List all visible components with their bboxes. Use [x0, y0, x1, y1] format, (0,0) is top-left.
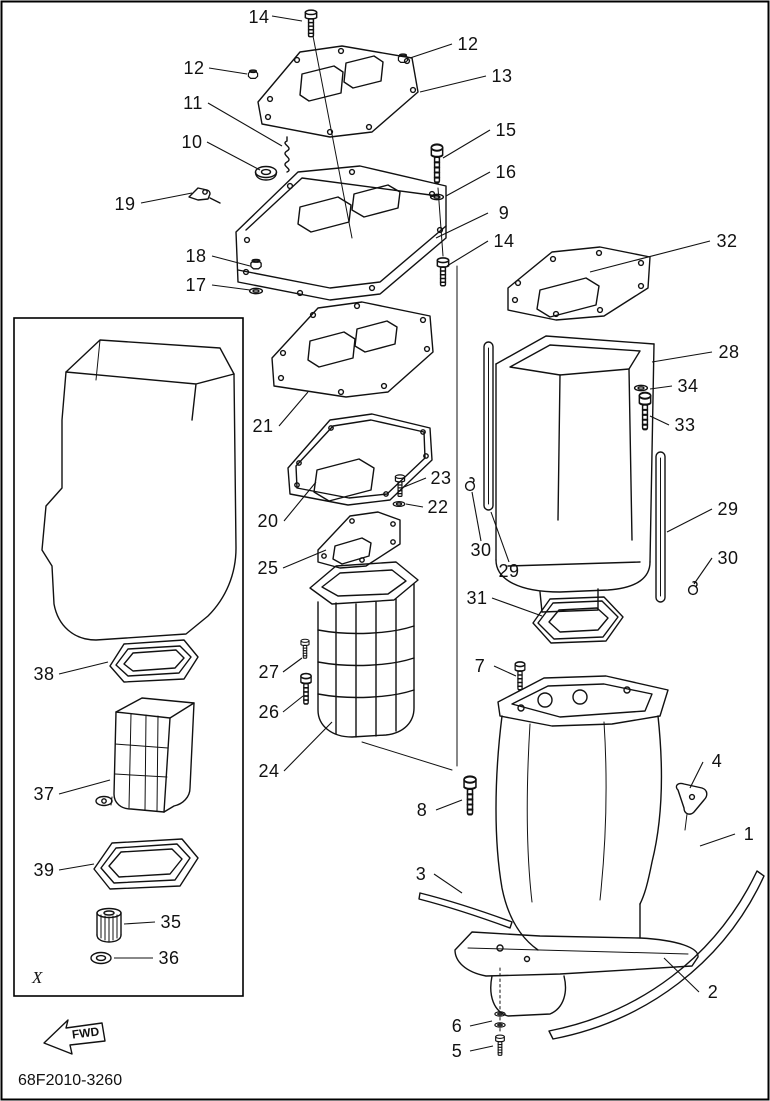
callout-39: 39 [33, 860, 55, 880]
callout-8: 8 [416, 800, 428, 820]
callout-12-left: 12 [183, 58, 205, 78]
washer-34 [633, 384, 649, 392]
part-19-fitting [188, 187, 221, 204]
bolt-26 [300, 672, 312, 705]
callout-30-right: 30 [717, 548, 739, 568]
callout-5: 5 [451, 1041, 463, 1061]
bolt-14-top [304, 9, 318, 38]
fastener-parts [247, 9, 699, 1056]
part-28-upper-casing [495, 335, 655, 613]
part-31-seal [532, 596, 624, 644]
part-4-trim-tab [675, 782, 708, 831]
part-35-grommet [96, 907, 122, 943]
callout-34: 34 [677, 376, 699, 396]
inset-border [13, 317, 244, 997]
diagram-code: 68F2010-3260 [18, 1072, 123, 1089]
bolt-33 [638, 391, 652, 431]
part-10-grommet [254, 165, 278, 181]
part-2-strip [548, 870, 765, 1040]
clip-30-left [464, 477, 476, 492]
bolt-7 [514, 661, 526, 691]
nut-18 [250, 258, 262, 270]
callout-38: 38 [33, 664, 55, 684]
bolt-15 [430, 143, 444, 184]
part-29-rods [483, 341, 666, 603]
part-1-casing-body [454, 675, 699, 1017]
callout-29-right: 29 [717, 499, 739, 519]
part-32-gasket [507, 246, 651, 321]
callout-33: 33 [674, 415, 696, 435]
callout-14-top: 14 [248, 7, 270, 27]
callout-18: 18 [185, 246, 207, 266]
part-21-gasket [271, 301, 434, 398]
part-37-damper [95, 697, 195, 813]
callout-10: 10 [181, 132, 203, 152]
callout-4: 4 [711, 751, 723, 771]
callout-7: 7 [474, 656, 486, 676]
bolt-14-mid [436, 257, 450, 287]
bolt-8 [463, 775, 477, 816]
callout-6: 6 [451, 1016, 463, 1036]
callout-1: 1 [743, 824, 755, 844]
washer-22 [392, 500, 406, 508]
assembly-axis-lines [312, 35, 501, 1033]
part-3-strip [418, 892, 513, 929]
washer-17 [248, 287, 264, 295]
callout-22: 22 [427, 497, 449, 517]
part-38-seal [109, 639, 199, 683]
callout-24: 24 [258, 761, 280, 781]
callout-31: 31 [466, 588, 488, 608]
fwd-arrow: FWD [43, 1019, 106, 1055]
bolt-5 [495, 1034, 505, 1056]
callout-19: 19 [114, 194, 136, 214]
part-24-muffler [309, 561, 419, 738]
part-11-spring [284, 136, 290, 173]
part-25-gasket [317, 511, 401, 569]
callout-12-right: 12 [457, 34, 479, 54]
callout-23: 23 [430, 468, 452, 488]
callout-14-mid: 14 [493, 231, 515, 251]
nut-12-left [247, 69, 259, 79]
callout-20: 20 [257, 511, 279, 531]
part-39-seal [93, 838, 199, 890]
callout-15: 15 [495, 120, 517, 140]
fwd-label: FWD [71, 1024, 100, 1041]
callout-27: 27 [258, 662, 280, 682]
part-20-exhaust-plate [287, 413, 433, 506]
leader-lines [58, 15, 736, 1052]
callout-28: 28 [718, 342, 740, 362]
callout-21: 21 [252, 416, 274, 436]
callout-26: 26 [258, 702, 280, 722]
callout-37: 37 [33, 784, 55, 804]
callout-29-left: 29 [498, 561, 520, 581]
inset-view-label: X [32, 968, 43, 987]
callout-36: 36 [158, 948, 180, 968]
inset-casing-silhouette [41, 339, 237, 641]
callout-9: 9 [498, 203, 510, 223]
clip-30-right [687, 581, 699, 596]
callout-11: 11 [183, 93, 203, 113]
callout-25: 25 [257, 558, 279, 578]
part-13-gasket [257, 45, 419, 138]
callout-3: 3 [415, 864, 427, 884]
inset-view [13, 317, 244, 997]
callout-13: 13 [491, 66, 513, 86]
screw-27 [300, 638, 310, 659]
callout-32: 32 [716, 231, 738, 251]
callout-35: 35 [160, 912, 182, 932]
part-36-ring [90, 951, 112, 965]
callout-2: 2 [707, 982, 719, 1002]
part-9-exhaust-manifold [235, 165, 447, 301]
callout-16: 16 [495, 162, 517, 182]
callout-30-left: 30 [470, 540, 492, 560]
callout-17: 17 [185, 275, 207, 295]
